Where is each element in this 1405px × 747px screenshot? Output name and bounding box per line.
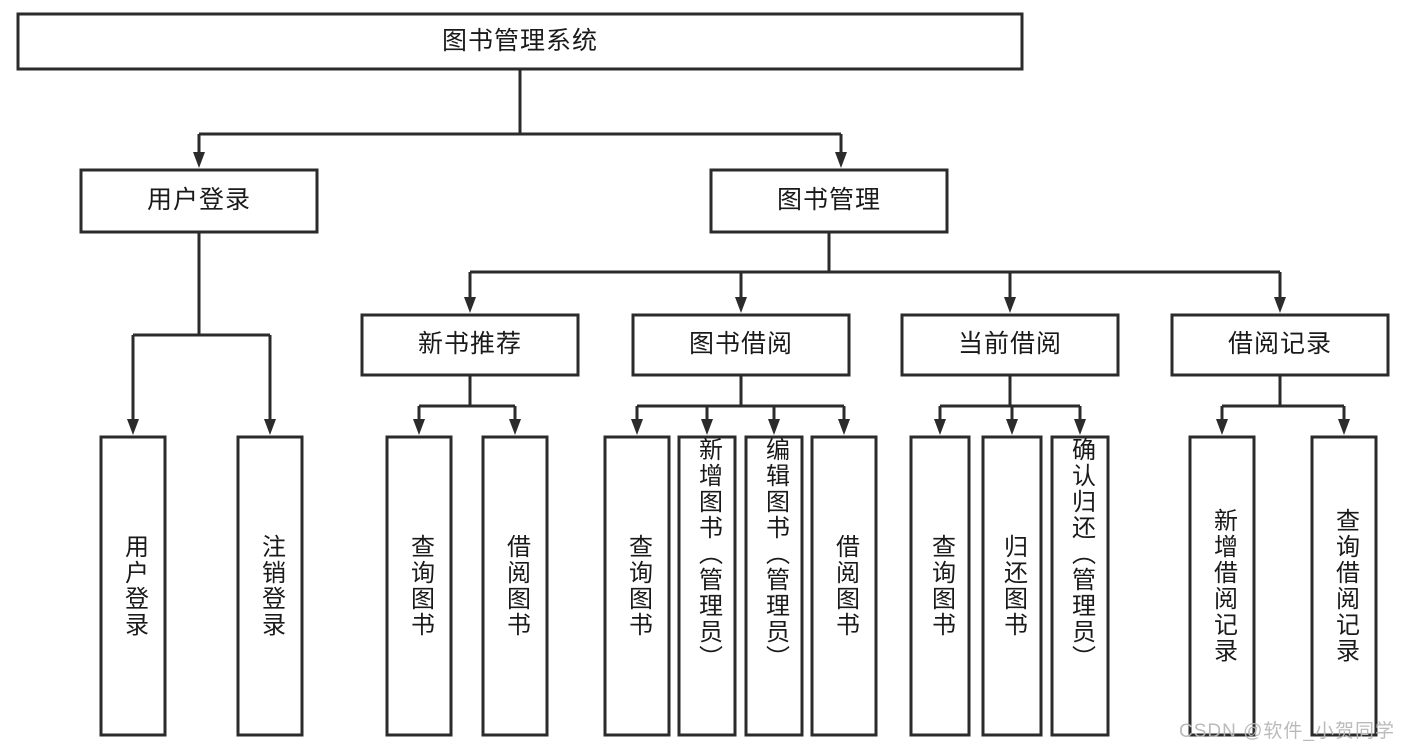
leaf-box-6[interactable] <box>744 435 804 737</box>
leaf-box-1[interactable] <box>236 435 304 737</box>
leaf-box-5[interactable] <box>677 435 737 737</box>
leaf-box-3[interactable] <box>481 435 549 737</box>
leaf-box-4[interactable] <box>603 435 671 737</box>
leaf-box-9[interactable] <box>981 435 1043 737</box>
leaf-box-10[interactable] <box>1050 435 1110 737</box>
node-box-user-login[interactable] <box>79 168 319 234</box>
connector-newbook-to-leaves <box>413 375 521 435</box>
node-box-book-borrow[interactable] <box>631 313 851 377</box>
connector-records-to-leaves <box>1216 375 1350 435</box>
node-box-borrow-records[interactable] <box>1170 313 1390 377</box>
connector-borrow-to-leaves <box>631 375 850 435</box>
leaf-box-7[interactable] <box>810 435 878 737</box>
node-box-current-borrow[interactable] <box>900 313 1120 377</box>
node-box-book-management[interactable] <box>709 168 949 234</box>
leaf-box-0[interactable] <box>99 435 167 737</box>
leaf-box-2[interactable] <box>385 435 453 737</box>
watermark-text: CSDN @软件_小贺同学 <box>1179 721 1395 742</box>
leaf-box-12[interactable] <box>1310 435 1378 737</box>
node-box-new-book-recommend[interactable] <box>360 313 580 377</box>
connector-current-to-leaves <box>934 375 1086 435</box>
leaf-box-8[interactable] <box>909 435 971 737</box>
connector-bookmgmt-to-level3 <box>464 232 1286 313</box>
connector-root-to-level2 <box>193 69 847 168</box>
node-box-root[interactable] <box>16 12 1024 71</box>
leaf-box-11[interactable] <box>1188 435 1256 737</box>
connector-login-to-leaves <box>127 232 276 435</box>
